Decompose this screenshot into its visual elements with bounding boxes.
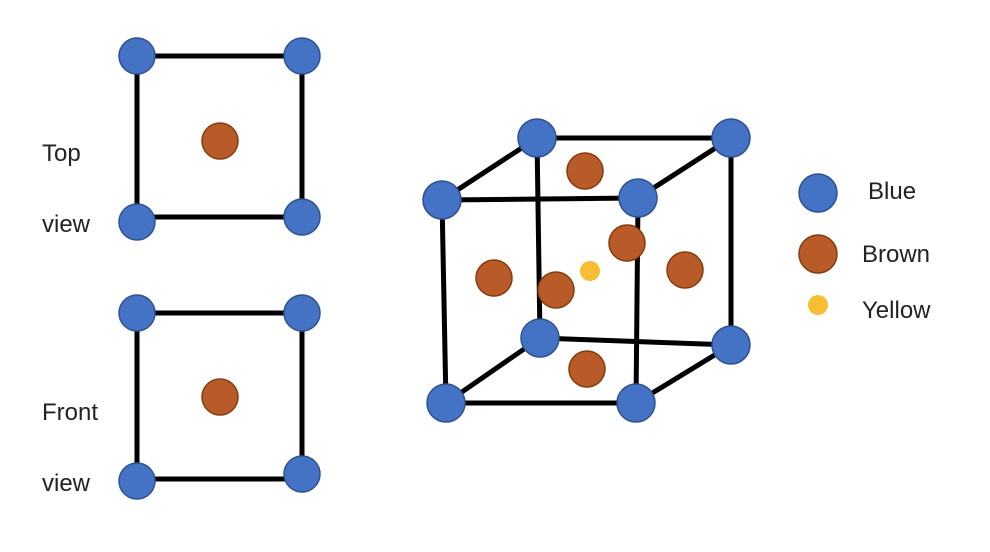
blue-atom (618, 178, 658, 218)
blue-atom (118, 203, 156, 241)
front-view-label-line2: view (42, 470, 91, 497)
legend-brown-marker (798, 234, 838, 274)
front-view-label-line1: Front (42, 399, 99, 426)
legend-brown-label: Brown (862, 241, 931, 268)
top-view-label-line1: Top (42, 140, 81, 167)
blue-atom (711, 325, 751, 365)
brown-atom (201, 378, 239, 416)
blue-atom (118, 462, 156, 500)
blue-atom (616, 383, 656, 423)
brown-atom (201, 122, 239, 160)
brown-atom (566, 152, 604, 190)
brown-atom (608, 224, 646, 262)
cube-corner-atoms (422, 118, 751, 423)
blue-atom (283, 37, 321, 75)
blue-atom (520, 318, 560, 358)
legend-yellow-label: Yellow (862, 297, 931, 324)
top-view-label-line2: view (42, 211, 91, 238)
blue-atom (118, 294, 156, 332)
blue-atom (283, 294, 321, 332)
blue-atom (422, 180, 462, 220)
top-view-square (118, 37, 321, 241)
blue-atom (283, 198, 321, 236)
blue-atom (426, 383, 466, 423)
legend (798, 173, 838, 315)
blue-atom (283, 455, 321, 493)
cube-face-atoms (475, 152, 704, 388)
legend-blue-label: Blue (868, 178, 917, 205)
brown-atom (666, 251, 704, 289)
legend-yellow-marker (808, 295, 828, 315)
front-view-square (118, 294, 321, 500)
blue-atom (517, 118, 557, 158)
blue-atom (711, 118, 751, 158)
brown-atom (568, 350, 606, 388)
top-view-frame (134, 53, 305, 220)
yellow-atom (580, 261, 600, 281)
brown-atom (475, 259, 513, 297)
legend-blue-marker (798, 173, 838, 213)
blue-atom (118, 37, 156, 75)
brown-atom (537, 271, 575, 309)
front-view-frame (134, 310, 305, 482)
